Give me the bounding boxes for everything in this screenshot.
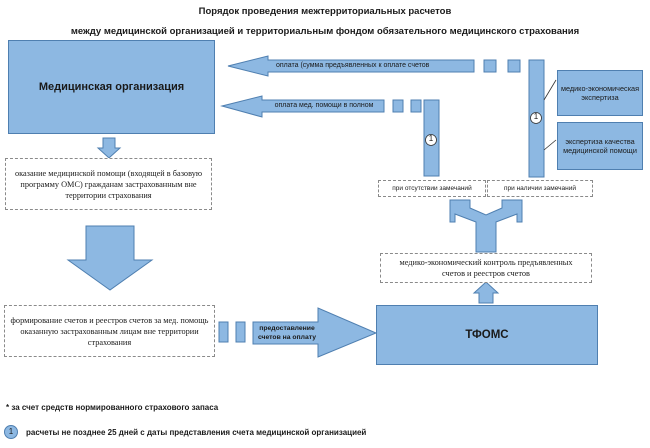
node-med-org: Медицинская организация (8, 40, 215, 134)
node-mee: медико-экономическая экспертиза (557, 70, 643, 116)
arrow-submit-payment-label: предоставление счетов на оплату (257, 325, 317, 341)
node-service-label: оказание медицинской помощи (входящей в … (14, 168, 203, 200)
node-ekmp-label: экспертиза качества медицинской помощи (563, 137, 637, 155)
footnote-marker-icon: 1 (4, 425, 18, 439)
footnote-star: * за счет средств нормированного страхов… (6, 403, 219, 412)
arrow-split-y (449, 199, 523, 253)
arrow-submit-dash-2 (235, 321, 246, 343)
node-tfoms: ТФОМС (376, 305, 598, 365)
arrow-pay-submitted-label: оплата (сумма предъявленных к оплате сче… (276, 62, 430, 69)
marker-circle-1a (425, 134, 437, 146)
node-control: медико-экономический контроль предъявлен… (380, 253, 592, 283)
arrow-down-big (66, 225, 154, 291)
bracket-line-mee (543, 79, 557, 101)
node-no-remarks-label: при отсутствии замечаний (392, 185, 472, 192)
node-control-label: медико-экономический контроль предъявлен… (399, 258, 573, 278)
diagram-title: Порядок проведения межтерриториальных ра… (198, 6, 452, 17)
marker-1a-label: 1 (428, 134, 434, 143)
node-billing-label: формирование счетов и реестров счетов за… (10, 315, 209, 347)
node-med-org-label: Медицинская организация (38, 81, 185, 93)
arrow-submit-dash-1 (218, 321, 229, 343)
node-mee-label: медико-экономическая экспертиза (560, 84, 640, 102)
arrow-submit-payment (252, 307, 378, 358)
node-with-remarks-label: при наличии замечаний (504, 185, 576, 192)
bracket-line-ekmp (543, 139, 557, 151)
node-billing: формирование счетов и реестров счетов за… (4, 305, 215, 357)
marker-circle-1b (530, 112, 542, 124)
diagram-subtitle: между медицинской организацией и террито… (70, 26, 580, 37)
arrow-pay-full-dash-2 (410, 99, 422, 113)
arrow-pay-full-label: оплата мед. помощи в полном (274, 102, 374, 109)
arrow-pay-submitted-dash-1 (483, 59, 497, 73)
node-tfoms-label: ТФОМС (465, 329, 509, 341)
arrow-pay-submitted (227, 55, 475, 77)
arrow-pay-full-dash-1 (392, 99, 404, 113)
node-ekmp: экспертиза качества медицинской помощи (557, 122, 643, 170)
arrow-up-tfoms (472, 281, 500, 304)
arrow-pay-full (220, 95, 385, 118)
node-no-remarks: при отсутствии замечаний (378, 180, 486, 197)
marker-1b-label: 1 (533, 112, 539, 121)
node-with-remarks: при наличии замечаний (487, 180, 593, 197)
node-service: оказание медицинской помощи (входящей в … (5, 158, 212, 210)
arrow-down-small (96, 137, 122, 159)
footnote-one: расчеты не позднее 25 дней с даты предст… (26, 428, 367, 437)
arrow-pay-submitted-dash-2 (507, 59, 521, 73)
